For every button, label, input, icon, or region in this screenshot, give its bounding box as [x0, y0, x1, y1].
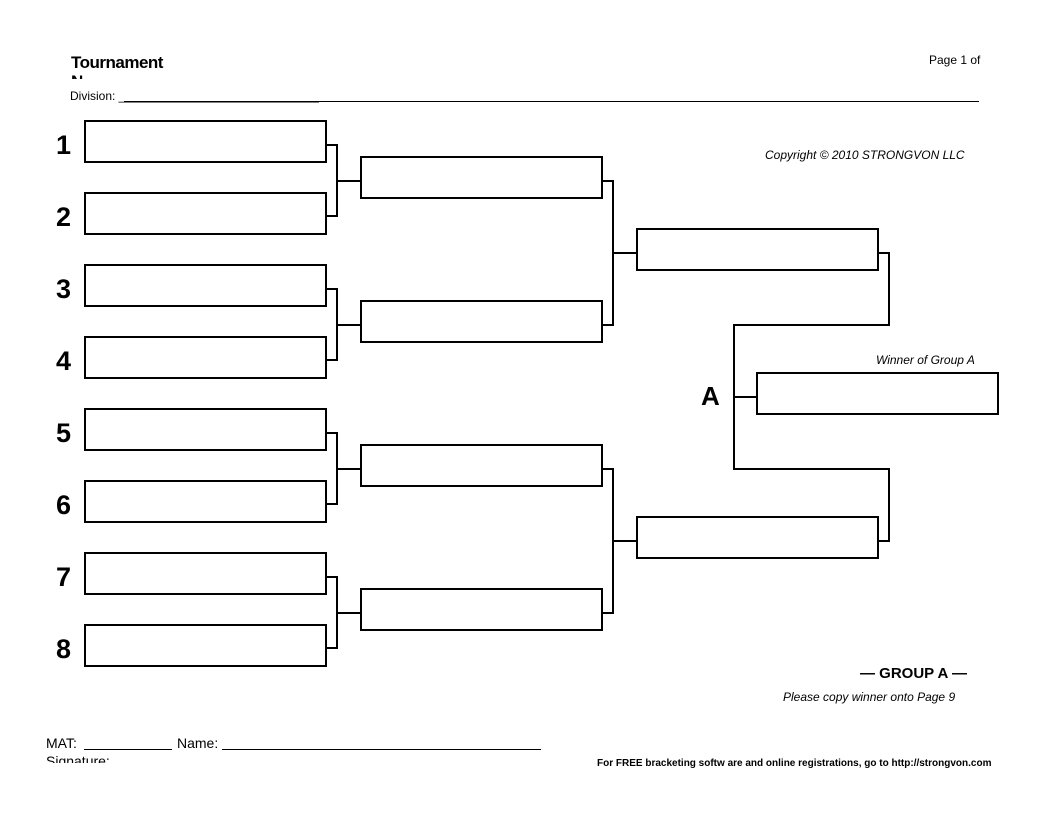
round1-slot-5[interactable] [84, 408, 327, 451]
round2-slot-1[interactable] [360, 156, 603, 199]
tournament-title: Tournament [71, 53, 163, 72]
seed-number-3: 3 [56, 274, 72, 304]
mat-field[interactable] [84, 749, 172, 750]
round2-slot-2[interactable] [360, 300, 603, 343]
group-letter: A [701, 381, 720, 411]
division-label: Division: ______________________________ [70, 89, 319, 103]
round1-slot-4[interactable] [84, 336, 327, 379]
group-winner-slot[interactable] [756, 372, 999, 415]
group-footer-label: — GROUP A — [860, 665, 967, 682]
seed-number-6: 6 [56, 490, 72, 520]
round2-slot-3[interactable] [360, 444, 603, 487]
footer-promo-text: For FREE bracketing softw are and online… [597, 758, 992, 769]
seed-number-8: 8 [56, 634, 72, 664]
tournament-title-overflow: N [71, 73, 83, 79]
name-field[interactable] [222, 749, 541, 750]
copy-note: Please copy winner onto Page 9 [783, 690, 956, 704]
seed-number-4: 4 [56, 346, 72, 376]
round1-slot-3[interactable] [84, 264, 327, 307]
round3-slot-1[interactable] [636, 228, 879, 271]
signature-label: Signature: [46, 754, 110, 763]
round1-slot-6[interactable] [84, 480, 327, 523]
name-label: Name: [177, 735, 219, 751]
mat-label: MAT: [46, 735, 77, 751]
copyright-notice: Copyright © 2010 STRONGVON LLC [765, 148, 965, 162]
seed-number-1: 1 [56, 130, 72, 160]
seed-number-5: 5 [56, 418, 72, 448]
page-label: Page 1 of [929, 53, 981, 67]
seed-number-7: 7 [56, 562, 72, 592]
round1-slot-8[interactable] [84, 624, 327, 667]
round1-slot-7[interactable] [84, 552, 327, 595]
seed-number-2: 2 [56, 202, 72, 232]
round1-slot-1[interactable] [84, 120, 327, 163]
round3-slot-2[interactable] [636, 516, 879, 559]
round2-slot-4[interactable] [360, 588, 603, 631]
winner-label: Winner of Group A [876, 353, 975, 367]
round1-slot-2[interactable] [84, 192, 327, 235]
division-line [124, 101, 979, 102]
